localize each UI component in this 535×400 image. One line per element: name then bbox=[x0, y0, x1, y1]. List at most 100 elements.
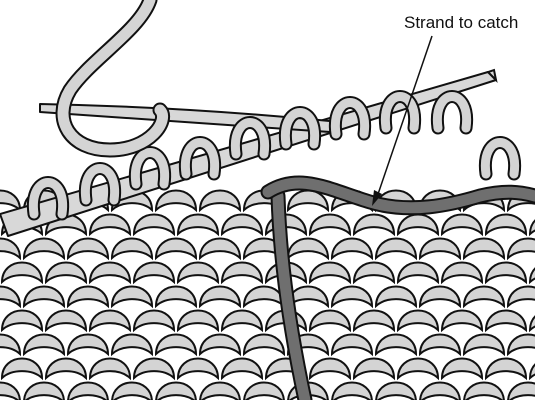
stitch-bump bbox=[462, 381, 506, 400]
stitch-bump bbox=[110, 381, 154, 400]
stitch-bump bbox=[88, 309, 132, 333]
stitch-bump bbox=[154, 189, 198, 213]
stitch-bump bbox=[506, 333, 535, 357]
stitch-bump bbox=[242, 381, 286, 400]
stitch-bump bbox=[198, 381, 242, 400]
stitch-bump bbox=[132, 309, 176, 333]
stitch-bump bbox=[22, 333, 66, 357]
stitch-bump bbox=[330, 285, 374, 309]
stitch-bump bbox=[88, 261, 132, 285]
stitch-bump bbox=[352, 213, 396, 237]
stitch-bump bbox=[440, 309, 484, 333]
stitch-bump bbox=[308, 309, 352, 333]
stitch-bump bbox=[44, 357, 88, 381]
live-stitch-loop bbox=[280, 108, 320, 149]
stitch-bump bbox=[396, 309, 440, 333]
callout-label: Strand to catch bbox=[404, 13, 519, 32]
stitch-bump bbox=[308, 213, 352, 237]
stitch-bump bbox=[506, 237, 535, 261]
stitch-bump bbox=[44, 309, 88, 333]
live-stitch-loop bbox=[28, 178, 68, 219]
stitch-bump bbox=[176, 357, 220, 381]
stitch-bump bbox=[308, 357, 352, 381]
stitch-bump bbox=[396, 261, 440, 285]
stitch-bump bbox=[286, 285, 330, 309]
stitch-bump bbox=[0, 381, 22, 400]
live-stitch-loop bbox=[480, 138, 520, 179]
stitch-bump bbox=[154, 381, 198, 400]
live-stitch-loop bbox=[180, 138, 220, 179]
stitch-bump bbox=[418, 381, 462, 400]
stitch-bump bbox=[22, 237, 66, 261]
callout-arrow bbox=[372, 35, 433, 206]
stitch-bump bbox=[396, 213, 440, 237]
stitch-bump bbox=[66, 381, 110, 400]
stitch-bump bbox=[132, 357, 176, 381]
stitch-bump bbox=[462, 237, 506, 261]
caught-strand-yarn bbox=[270, 188, 313, 400]
stitch-bump bbox=[0, 285, 22, 309]
stitch-bump bbox=[44, 261, 88, 285]
stitch-bump bbox=[440, 357, 484, 381]
stitch-bump bbox=[286, 189, 330, 213]
stitch-bump bbox=[484, 357, 528, 381]
stitch-bump bbox=[176, 261, 220, 285]
stitch-bump bbox=[308, 261, 352, 285]
live-stitch-loop bbox=[80, 164, 120, 205]
stitch-bump bbox=[0, 309, 44, 333]
stitch-bump bbox=[132, 213, 176, 237]
stitch-bump bbox=[88, 213, 132, 237]
stitch-bump bbox=[22, 381, 66, 400]
stitch-bump bbox=[506, 381, 535, 400]
stitch-bump bbox=[0, 333, 22, 357]
stitch-bump bbox=[0, 357, 44, 381]
stitch-bump bbox=[198, 333, 242, 357]
stitch-bump bbox=[462, 285, 506, 309]
stitch-bump bbox=[66, 285, 110, 309]
stitch-bump bbox=[374, 333, 418, 357]
stitch-bump bbox=[110, 285, 154, 309]
stitch-bump bbox=[66, 333, 110, 357]
stitch-bump bbox=[198, 237, 242, 261]
stitch-bump bbox=[352, 357, 396, 381]
stitch-bump bbox=[418, 285, 462, 309]
stitch-bump bbox=[110, 237, 154, 261]
live-stitch-loop bbox=[130, 148, 170, 189]
stitch-bump bbox=[220, 309, 264, 333]
stitch-bump bbox=[374, 285, 418, 309]
stitch-bump bbox=[242, 333, 286, 357]
stitch-bump bbox=[352, 261, 396, 285]
stitch-bump bbox=[330, 237, 374, 261]
stitch-bump bbox=[220, 261, 264, 285]
stitch-bump bbox=[286, 237, 330, 261]
stitch-bump bbox=[22, 285, 66, 309]
caught-strand-horizontal bbox=[260, 175, 535, 216]
live-stitch-loop bbox=[432, 92, 472, 133]
stitch-bump bbox=[418, 237, 462, 261]
stitch-bump bbox=[220, 213, 264, 237]
stitch-bump bbox=[506, 285, 535, 309]
stitch-bump bbox=[0, 237, 22, 261]
stitch-bump bbox=[154, 333, 198, 357]
stitch-bump bbox=[484, 213, 528, 237]
stitch-bump bbox=[462, 333, 506, 357]
live-stitches bbox=[26, 90, 522, 221]
stitch-bump bbox=[176, 309, 220, 333]
stitch-bump bbox=[154, 237, 198, 261]
live-stitch-loop bbox=[380, 92, 420, 133]
stitch-bump bbox=[440, 261, 484, 285]
live-stitch-loop bbox=[330, 98, 370, 139]
working-yarn bbox=[55, 0, 170, 158]
stitch-bump bbox=[352, 309, 396, 333]
stitch-bump bbox=[440, 213, 484, 237]
stitch-bump bbox=[330, 333, 374, 357]
stitch-bump bbox=[132, 261, 176, 285]
stitch-bump bbox=[484, 309, 528, 333]
stitch-bump bbox=[176, 213, 220, 237]
stitch-bump bbox=[198, 189, 242, 213]
stitch-bump bbox=[484, 261, 528, 285]
stitch-bump bbox=[418, 333, 462, 357]
stitch-bump bbox=[396, 357, 440, 381]
stitch-bump bbox=[0, 261, 44, 285]
